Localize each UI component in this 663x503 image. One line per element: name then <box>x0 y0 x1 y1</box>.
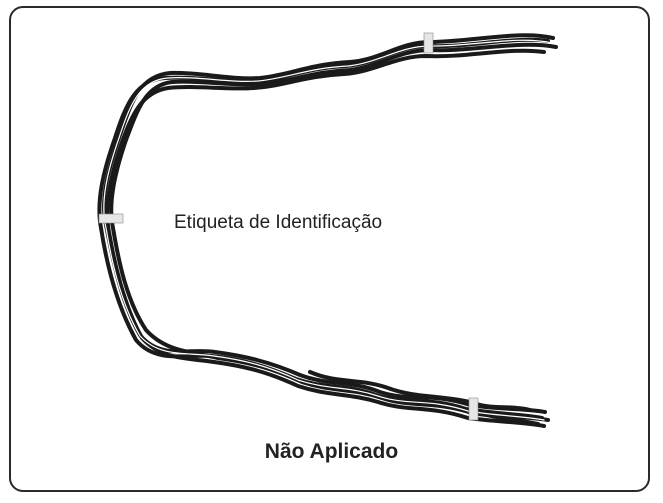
cable-highlights <box>103 39 553 421</box>
identification-label: Etiqueta de Identificação <box>174 212 383 233</box>
tag-bottom <box>468 397 479 421</box>
tag-top <box>423 32 434 54</box>
identification-tag-icon <box>98 32 479 421</box>
caption: Não Aplicado <box>264 440 399 463</box>
cable-bundle <box>97 33 558 428</box>
tag-left <box>98 213 124 224</box>
